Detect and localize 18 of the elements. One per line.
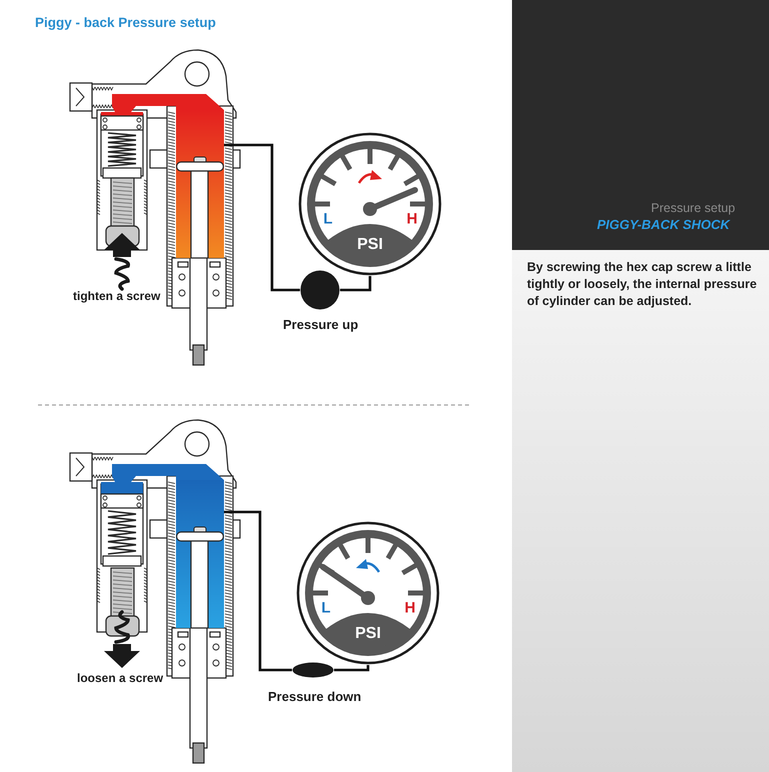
subtitle: Pressure setup	[651, 201, 736, 216]
description: By screwing the hex cap screw a little tightly or loosely, the internal pressure of cylinder can be adjusted.	[527, 259, 758, 310]
unit-label: PSI	[357, 237, 383, 253]
connector-line	[224, 144, 300, 292]
scale-label: H	[406, 212, 418, 226]
node-label: loosen a screw	[77, 672, 164, 686]
connector-line	[334, 665, 370, 672]
node-label: Pressure down	[268, 690, 362, 705]
title: Piggy - back Pressure setup	[35, 15, 216, 31]
scale-label: L	[323, 212, 333, 226]
node-label: tighten a screw	[73, 290, 160, 304]
node-label: Pressure up	[283, 318, 358, 333]
unit-label: PSI	[355, 626, 381, 642]
connector-line	[340, 276, 372, 292]
scale-label: L	[321, 600, 331, 616]
connector-line	[224, 510, 292, 672]
scale-label: H	[404, 600, 416, 616]
heading: PIGGY-BACK SHOCK	[597, 218, 730, 233]
